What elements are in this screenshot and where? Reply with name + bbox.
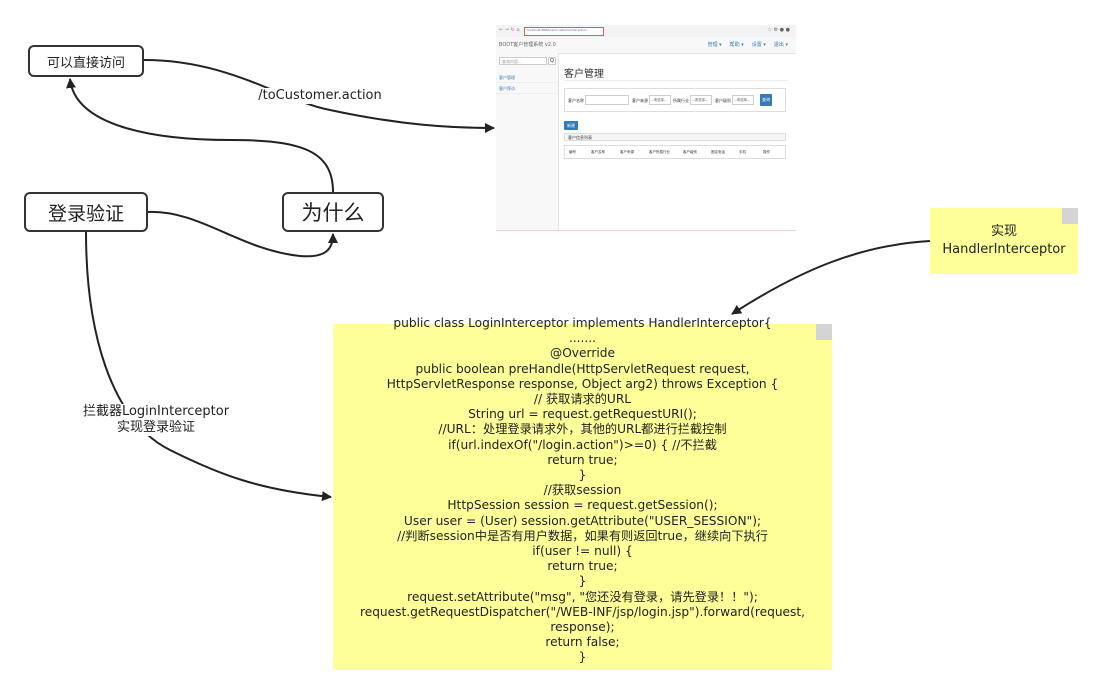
node-login-check-label: 登录验证 (47, 202, 124, 225)
filter-panel: 客户名称 客户来源 --请选择-- 所属行业 --请选择-- 客户级别 --请选… (564, 88, 786, 112)
sidebar-search-button: Q (548, 57, 556, 65)
app-menu-item: 设置 ▾ (751, 42, 766, 48)
node-why: 为什么 (282, 192, 384, 232)
code-lines: public class LoginInterceptor implements… (343, 316, 822, 666)
code-line: @Override (550, 346, 615, 361)
note-fold-corner (1062, 208, 1078, 224)
app-menu: 管理 ▾ 帮助 ▾ 设置 ▾ 退出 ▾ (700, 41, 788, 48)
table-column-header: 手机 (739, 150, 746, 154)
table-column-header: 客户来源 (620, 150, 634, 154)
edge-label-to-customer: /toCustomer.action (252, 88, 388, 104)
note-impl-line2: HandlerInterceptor (942, 242, 1066, 257)
url-text: localhost:8080/ssm/customer/list.action (527, 28, 587, 32)
browser-nav-icons: ← → ↻ ⌂ (499, 27, 520, 33)
filter-label: 客户名称 (568, 98, 584, 103)
code-line: // 获取请求的URL (533, 392, 632, 407)
browser-extension-icons: ☆ ⚙ ● ● (767, 27, 790, 33)
filter-select: --请选择-- (732, 95, 754, 105)
code-line: request.setAttribute("msg", "您还没有登录，请先登录… (407, 589, 758, 604)
code-line: //判断session中是否有用户数据，如果有则返回true，继续向下执行 (397, 528, 768, 543)
code-line: return true; (547, 559, 618, 574)
edge-label-interceptor-line1: 拦截器LoginInterceptor (82, 404, 230, 419)
sidebar-search-input: 查询内容... (499, 57, 547, 65)
code-line: } (578, 650, 587, 665)
edge-to-customer (143, 59, 495, 133)
app-menu-item: 管理 ▾ (707, 42, 722, 48)
screenshot-heading: 客户管理 (564, 69, 604, 80)
edge-login-to-code (85, 231, 332, 502)
sidebar-item-customer: 客户管理 (496, 73, 558, 83)
query-button: 查询 (760, 94, 772, 106)
filter-select: --请选择-- (649, 95, 671, 105)
code-line: HttpSession session = request.getSession… (447, 498, 718, 513)
table-column-header: 编号 (569, 150, 576, 154)
code-line: return false; (545, 635, 620, 650)
edge-impl-to-code (731, 240, 931, 315)
code-line: public class LoginInterceptor implements… (393, 316, 772, 330)
table-column-header: 操作 (763, 150, 770, 154)
node-login-check: 登录验证 (24, 192, 148, 232)
app-bar: BOOT客户管理系统 v2.0 管理 ▾ 帮助 ▾ 设置 ▾ 退出 ▾ (496, 37, 796, 54)
table-column-header: 客户名称 (591, 150, 605, 154)
url-box: localhost:8080/ssm/customer/list.action (524, 27, 604, 36)
table-column-header: 客户级别 (683, 150, 697, 154)
table-header-row: 编号 客户名称 客户来源 客户所属行业 客户级别 固定电话 手机 操作 (564, 145, 786, 159)
code-line: //获取session (543, 483, 622, 498)
code-line: if(user != null) { (532, 544, 633, 559)
code-line: //URL：处理登录请求外，其他的URL都进行拦截控制 (438, 422, 727, 437)
code-line: return true; (547, 452, 618, 467)
browser-bar: ← → ↻ ⌂ localhost:8080/ssm/customer/list… (496, 25, 796, 37)
filter-label: 客户级别 (715, 98, 731, 103)
new-button: 新建 (564, 121, 578, 130)
note-fold-corner (816, 324, 832, 340)
embedded-screenshot: ← → ↻ ⌂ localhost:8080/ssm/customer/list… (496, 25, 796, 231)
node-direct-access: 可以直接访问 (28, 45, 144, 77)
code-line: User user = (User) session.getAttribute(… (403, 513, 762, 528)
code-line: HttpServletResponse response, Object arg… (386, 376, 779, 391)
code-line: if(url.indexOf("/login.action")>=0) { //… (448, 437, 717, 452)
code-line: String url = request.getRequestURI(); (468, 407, 697, 422)
code-line: } (578, 574, 587, 589)
app-menu-item: 帮助 ▾ (729, 42, 744, 48)
filter-select: --请选择-- (690, 95, 712, 105)
app-sidebar: 查询内容... Q 客户管理 客户拜访 (496, 53, 559, 230)
code-line: response); (550, 620, 615, 635)
code-line: } (578, 468, 587, 483)
sidebar-item-visit: 客户拜访 (496, 84, 558, 94)
filter-label: 客户来源 (632, 98, 648, 103)
note-handler-interceptor: 实现 HandlerInterceptor (930, 208, 1078, 274)
heading-divider (564, 80, 788, 81)
node-direct-access-label: 可以直接访问 (46, 55, 125, 71)
note-code: public class LoginInterceptor implements… (333, 316, 832, 670)
app-title: BOOT客户管理系统 v2.0 (499, 42, 556, 48)
edge-label-interceptor: 拦截器LoginInterceptor 实现登录验证 (80, 404, 232, 436)
code-line: request.getRequestDispatcher("/WEB-INF/j… (359, 604, 806, 619)
edge-login-to-why (147, 210, 338, 258)
node-why-label: 为什么 (301, 201, 365, 225)
table-title: 客户信息列表 (564, 133, 786, 141)
code-line: public boolean preHandle(HttpServletRequ… (415, 361, 750, 376)
app-menu-item: 退出 ▾ (773, 42, 788, 48)
code-line: ....... (568, 331, 597, 346)
edge-label-interceptor-line2: 实现登录验证 (116, 420, 195, 435)
filter-input (585, 95, 629, 105)
table-column-header: 固定电话 (711, 150, 725, 154)
edge-why-to-direct (66, 78, 334, 193)
table-column-header: 客户所属行业 (649, 150, 670, 154)
filter-label: 所属行业 (673, 98, 689, 103)
note-impl-line1: 实现 (990, 224, 1017, 239)
